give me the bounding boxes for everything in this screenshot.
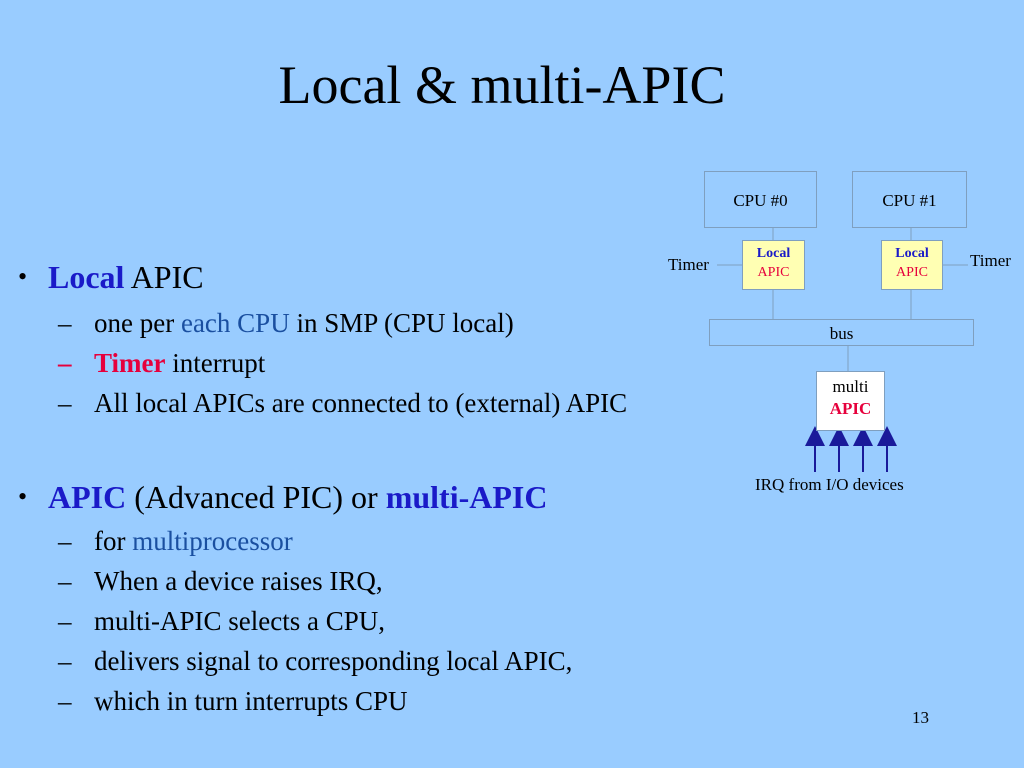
sub-text: multi-APIC selects a CPU, <box>94 606 385 636</box>
cpu1-box: CPU #1 <box>852 171 967 228</box>
local-apic0-line1: Local <box>756 246 791 261</box>
local-apic1-line1: Local <box>895 246 929 261</box>
irq-label: IRQ from I/O devices <box>755 475 904 494</box>
sub-marker: – <box>58 566 72 596</box>
sub-text-b: interrupt <box>165 348 266 378</box>
cpu0-box: CPU #0 <box>704 171 817 228</box>
sub-marker: – <box>58 348 72 378</box>
sub-marker: – <box>58 606 72 636</box>
bullet-text: APIC (Advanced PIC) or multi-APIC <box>48 478 547 516</box>
sub-text-a: for <box>94 526 133 556</box>
timer-left-label: Timer <box>668 255 709 274</box>
sub-marker: – <box>58 308 72 338</box>
sub-text: which in turn interrupts CPU <box>94 686 408 716</box>
bullet-keyword-apic: APIC <box>48 479 127 515</box>
bullet-keyword-multi-apic: multi-APIC <box>385 479 548 515</box>
sub-text-a: one per <box>94 308 181 338</box>
local-apic1-box: Local APIC <box>881 240 943 290</box>
sub-text: for multiprocessor <box>94 524 293 558</box>
multi-apic-line1: multi <box>832 377 869 396</box>
sub-text: delivers signal to corresponding local A… <box>94 646 573 676</box>
sub-text-timer: Timer <box>94 348 166 378</box>
bullet-rest: APIC <box>124 259 204 295</box>
multi-apic-line2: APIC <box>829 399 872 418</box>
sub-text: one per each CPU in SMP (CPU local) <box>94 306 514 340</box>
timer-right-label: Timer <box>970 251 1011 270</box>
sub-text: When a device raises IRQ, <box>94 566 383 596</box>
local-apic0-line2: APIC <box>757 265 790 280</box>
slide-title: Local & multi-APIC <box>278 55 726 115</box>
sub-marker: – <box>58 526 72 556</box>
bus-box: bus <box>709 319 974 346</box>
bullet-text: Local APIC <box>48 258 204 296</box>
page-number: 13 <box>912 708 929 727</box>
bullet-keyword-local: Local <box>48 259 125 295</box>
sub-marker: – <box>58 646 72 676</box>
bullet-marker: • <box>18 482 28 511</box>
sub-text: All local APICs are connected to (extern… <box>94 388 628 418</box>
bullet-marker: • <box>18 262 28 291</box>
sub-marker: – <box>58 388 72 418</box>
bullet-middle: (Advanced PIC) or <box>126 479 386 515</box>
sub-text-c: in SMP (CPU local) <box>289 308 514 338</box>
local-apic0-box: Local APIC <box>742 240 805 290</box>
local-apic1-line2: APIC <box>896 265 928 280</box>
sub-marker: – <box>58 686 72 716</box>
sub-text: Timer interrupt <box>94 346 265 380</box>
sub-text-multiprocessor: multiprocessor <box>132 526 293 556</box>
multi-apic-box: multi APIC <box>816 371 885 431</box>
sub-text-each-cpu: each CPU <box>180 308 290 338</box>
